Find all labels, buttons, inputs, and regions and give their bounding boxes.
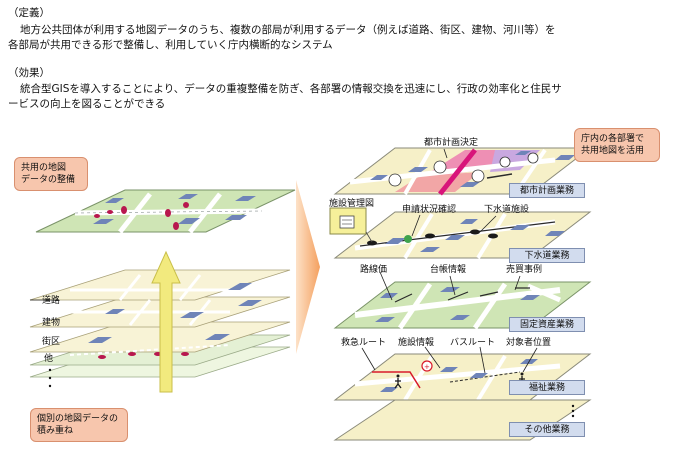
callout-stacked-layers-line-1: 個別の地図データの bbox=[37, 414, 119, 424]
label-target-location: 対象者位置 bbox=[506, 338, 552, 348]
left-shared-map-buildings bbox=[93, 194, 256, 224]
big-right-arrow bbox=[296, 180, 320, 354]
right-layer-sewer bbox=[333, 211, 592, 260]
dept-box-sewer: 下水道業務 bbox=[509, 248, 585, 263]
dept-box-urban-planning: 都市計画業務 bbox=[509, 183, 585, 198]
left-layer-buildings bbox=[88, 283, 262, 343]
label-ledger-info: 台帳情報 bbox=[430, 265, 467, 275]
svg-text:+: + bbox=[424, 363, 430, 371]
effect-heading: （効果） bbox=[8, 67, 50, 79]
label-application-status: 申請状況確認 bbox=[402, 205, 457, 215]
layer-label-other: 他 bbox=[44, 354, 54, 364]
callout-shared-use-line-1: 庁内の各部署で bbox=[581, 134, 645, 144]
label-bus-route: バスルート bbox=[450, 338, 496, 348]
layer-label-building: 建物 bbox=[42, 318, 61, 328]
dept-box-fixed-asset: 固定資産業務 bbox=[509, 317, 585, 332]
effect-line-1: 統合型GISを導入することにより、データの重複整備を防ぎ、各部署の情報交換を迅速… bbox=[20, 83, 562, 95]
definition-line-1: 地方公共団体が利用する地図データのうち、複数の部局が利用するデータ（例えば道路、… bbox=[20, 24, 556, 36]
callout-shared-map-line-2: データの整備 bbox=[21, 175, 76, 185]
label-facility-info: 施設情報 bbox=[398, 338, 435, 348]
left-continuation-dots bbox=[48, 368, 52, 388]
definition-line-2: 各部局が共用できる形で整備し、利用していく庁内横断的なシステム bbox=[8, 39, 333, 51]
definition-heading: （定義） bbox=[8, 7, 50, 19]
callout-stacked-layers-line-2: 積み重ね bbox=[37, 426, 74, 436]
layer-label-block: 街区 bbox=[42, 337, 61, 347]
right-layer-fixed-asset bbox=[333, 281, 592, 330]
left-layer-dashed-road bbox=[69, 344, 231, 356]
right-continuation-dots bbox=[571, 404, 575, 418]
label-urban-plan-decision: 都市計画決定 bbox=[424, 138, 479, 148]
right-layer-urban-planning bbox=[333, 147, 592, 196]
facility-inset-icon bbox=[329, 207, 373, 243]
label-facility-map: 施設管理図 bbox=[329, 199, 375, 209]
left-shared-map bbox=[35, 189, 296, 234]
callout-stacked-layers: 個別の地図データの 積み重ね bbox=[30, 408, 128, 442]
callout-shared-use: 庁内の各部署で 共用地図を活用 bbox=[574, 128, 660, 162]
dept-box-other: その他業務 bbox=[509, 422, 585, 437]
callout-shared-use-line-2: 共用地図を活用 bbox=[581, 146, 645, 156]
layer-label-road: 道路 bbox=[42, 296, 61, 306]
label-leader-lines bbox=[30, 148, 538, 374]
label-sales-cases: 売買事例 bbox=[506, 265, 543, 275]
left-up-arrow bbox=[151, 250, 181, 393]
callout-shared-map-line-1: 共用の地図 bbox=[21, 163, 67, 173]
effect-line-2: ービスの向上を図ることができる bbox=[8, 98, 166, 110]
label-sewer-facility: 下水道施設 bbox=[484, 205, 530, 215]
left-layer-roads bbox=[60, 274, 240, 326]
callout-shared-map: 共用の地図 データの整備 bbox=[14, 157, 88, 191]
label-road-price: 路線価 bbox=[360, 265, 388, 275]
left-shared-map-markers bbox=[94, 202, 189, 230]
label-emergency-route: 救急ルート bbox=[341, 338, 387, 348]
dept-box-welfare: 福祉業務 bbox=[509, 380, 585, 395]
